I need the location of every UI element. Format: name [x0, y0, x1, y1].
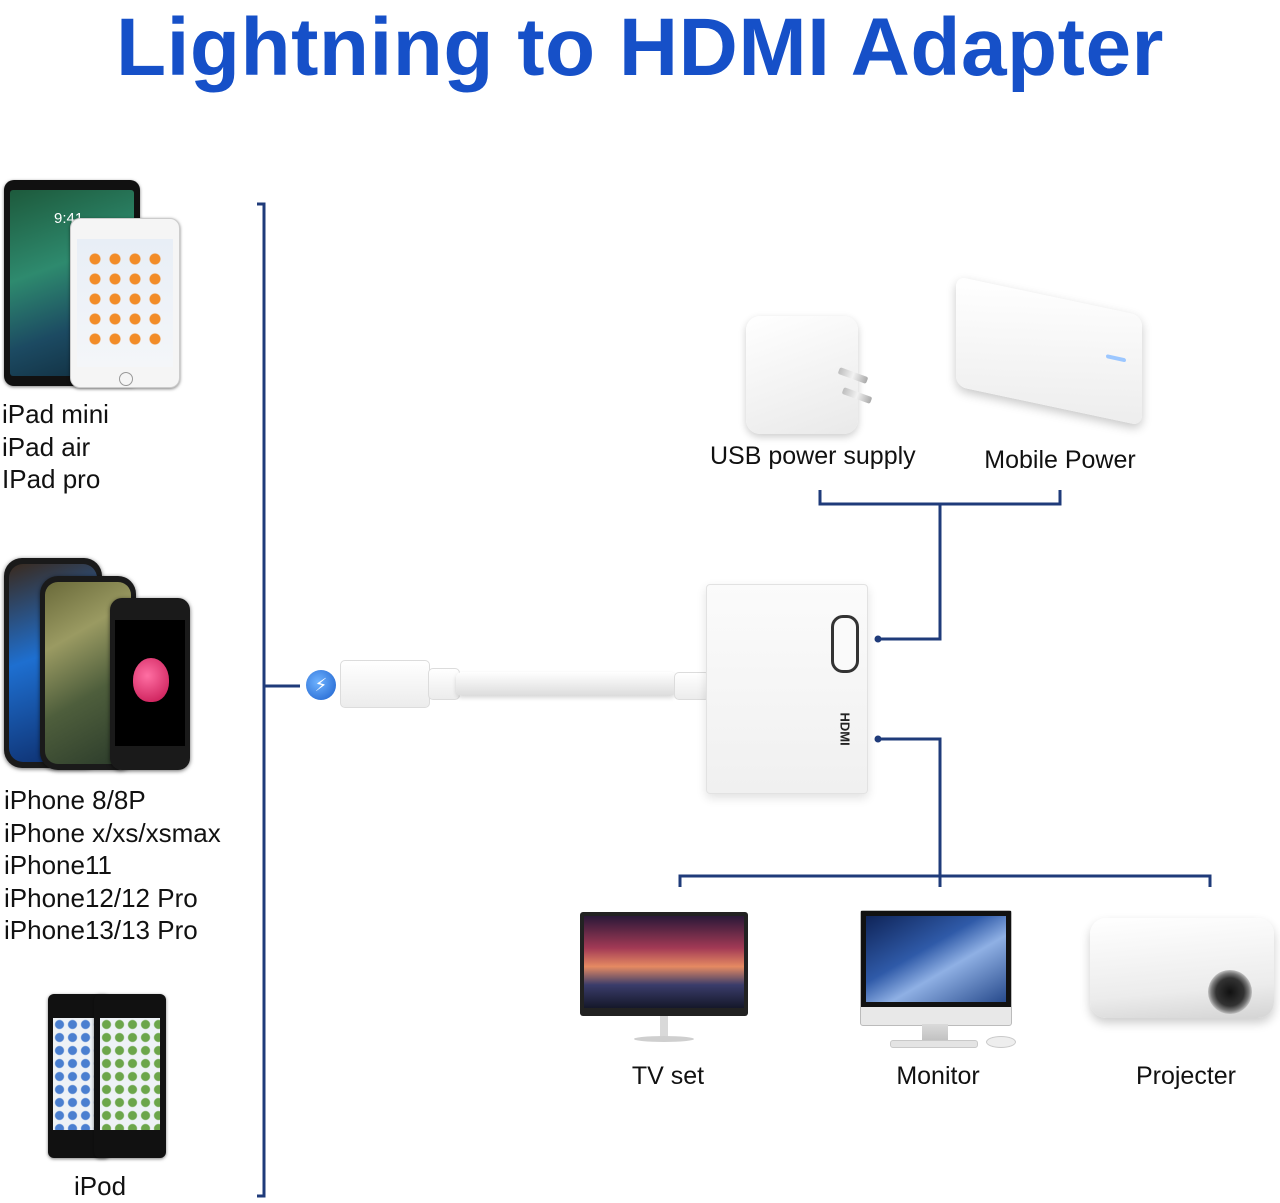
- device-bracket: [257, 202, 266, 1198]
- power-bracket: [818, 490, 1062, 506]
- ipad-model: iPad mini: [2, 399, 109, 429]
- tv-set-label: TV set: [631, 1062, 705, 1090]
- ipad-mini-image: [70, 218, 180, 388]
- usb-c-port-icon: [831, 615, 859, 673]
- adapter-cable: [456, 672, 676, 696]
- power-to-adapter: [880, 504, 942, 641]
- hdmi-port-label: HDMI: [837, 712, 853, 746]
- iphone-model: iPhone11: [4, 850, 112, 880]
- iphone-8-image: [110, 598, 190, 770]
- lightning-icon: ⚡: [306, 670, 336, 700]
- projector-label: Projecter: [1135, 1062, 1237, 1090]
- plug-collar: [428, 668, 460, 700]
- display-bracket: [678, 874, 1212, 887]
- tv-stand: [660, 1016, 668, 1038]
- ipod-label: iPod: [74, 1171, 127, 1201]
- projector-image: [1090, 918, 1274, 1018]
- adapter-body: HDMI: [706, 584, 868, 794]
- iphone-models-list: iPhone 8/8P iPhone x/xs/xsmax iPhone11 i…: [4, 784, 221, 947]
- iphone-model: iPhone12/12 Pro: [4, 882, 198, 913]
- iphone-model: iPhone x/xs/xsmax: [4, 817, 221, 848]
- keyboard: [890, 1040, 978, 1048]
- projector-lens: [1208, 970, 1252, 1014]
- ipad-models-list: iPad mini iPad air IPad pro: [2, 398, 109, 496]
- usb-power-supply-label: USB power supply: [710, 442, 916, 470]
- ipad-model: iPad air: [2, 431, 91, 462]
- diagram-title: Lightning to HDMI Adapter: [116, 2, 1164, 93]
- ipad-model: IPad pro: [2, 464, 101, 494]
- monitor-stand: [922, 1024, 948, 1044]
- tv-set-image: [580, 912, 748, 1016]
- tv-stand-base: [634, 1036, 694, 1042]
- monitor-image: [860, 910, 1012, 1026]
- ipod-image-2: [94, 994, 166, 1158]
- cable-collar: [674, 672, 710, 700]
- adapter-to-displays: [880, 737, 942, 887]
- mouse: [986, 1036, 1016, 1048]
- lightning-plug: [340, 660, 430, 708]
- iphone-model: iPhone 8/8P: [4, 785, 146, 815]
- iphone-model: iPhone13/13 Pro: [4, 915, 198, 945]
- monitor-label: Monitor: [896, 1062, 980, 1090]
- mobile-power-label: Mobile Power: [984, 446, 1136, 474]
- usb-power-supply-image: [746, 316, 858, 434]
